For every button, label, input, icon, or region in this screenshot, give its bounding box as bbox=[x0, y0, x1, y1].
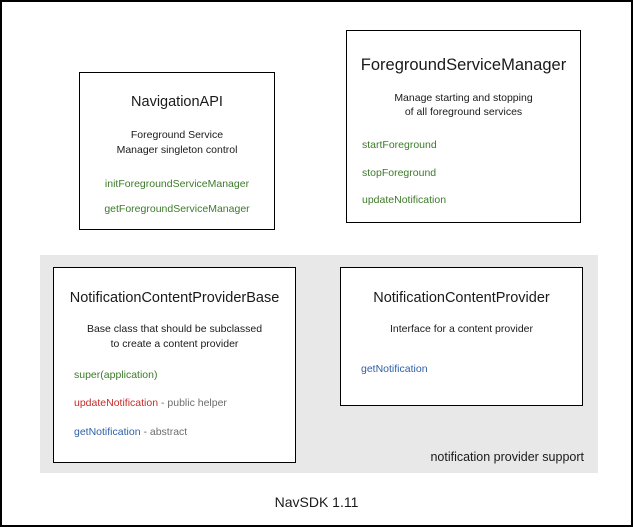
member-name: updateNotification bbox=[362, 194, 447, 207]
class-title-navigation-api: NavigationAPI bbox=[131, 94, 223, 110]
class-description-line: of all foreground services bbox=[404, 105, 523, 118]
member-list-notification-content-provider: getNotification bbox=[341, 363, 582, 376]
footer-caption: NavSDK 1.11 bbox=[274, 494, 359, 510]
class-description-line: Foreground Service bbox=[130, 129, 224, 142]
class-box-navigation-api: NavigationAPI Foreground Service Manager… bbox=[79, 72, 275, 230]
class-description-line: Manager singleton control bbox=[116, 143, 238, 156]
member-list-foreground-service-manager: startForeground stopForeground updateNot… bbox=[347, 139, 580, 207]
class-box-notification-content-provider: NotificationContentProvider Interface fo… bbox=[340, 267, 583, 406]
member-note: - abstract bbox=[140, 425, 188, 438]
class-description-line: Base class that should be subclassed bbox=[86, 323, 263, 336]
class-description-navigation-api: Foreground Service Manager singleton con… bbox=[80, 128, 274, 156]
member-row: getNotification bbox=[361, 363, 582, 376]
member-note: - public helper bbox=[158, 397, 227, 410]
member-name: getForegroundServiceManager bbox=[104, 203, 250, 216]
member-row: updateNotification - public helper bbox=[74, 397, 295, 410]
class-title-notification-content-provider: NotificationContentProvider bbox=[373, 290, 550, 306]
member-row: updateNotification bbox=[362, 194, 580, 207]
class-description-notification-content-provider-base: Base class that should be subclassed to … bbox=[54, 322, 295, 350]
class-title-notification-content-provider-base: NotificationContentProviderBase bbox=[69, 290, 280, 306]
member-name: stopForeground bbox=[362, 166, 437, 179]
class-title-foreground-service-manager: ForegroundServiceManager bbox=[360, 56, 567, 74]
member-row: initForegroundServiceManager bbox=[80, 178, 274, 191]
member-row: getForegroundServiceManager bbox=[80, 203, 274, 216]
member-name: super(application) bbox=[74, 368, 158, 381]
class-description-notification-content-provider: Interface for a content provider bbox=[341, 322, 582, 336]
class-description-line: Interface for a content provider bbox=[390, 323, 533, 336]
member-row: stopForeground bbox=[362, 167, 580, 180]
member-row: super(application) bbox=[74, 369, 295, 382]
member-name: startForeground bbox=[362, 139, 437, 152]
member-name: getNotification bbox=[361, 362, 428, 375]
member-row: startForeground bbox=[362, 139, 580, 152]
class-description-line: Manage starting and stopping bbox=[394, 91, 533, 104]
notification-provider-support-group-label: notification provider support bbox=[430, 450, 584, 464]
class-description-foreground-service-manager: Manage starting and stopping of all fore… bbox=[347, 91, 580, 119]
class-box-notification-content-provider-base: NotificationContentProviderBase Base cla… bbox=[53, 267, 296, 463]
class-description-line: to create a content provider bbox=[110, 337, 239, 350]
class-box-foreground-service-manager: ForegroundServiceManager Manage starting… bbox=[346, 30, 581, 223]
member-row: getNotification - abstract bbox=[74, 426, 295, 439]
member-name: updateNotification bbox=[74, 397, 159, 410]
member-name: getNotification bbox=[74, 425, 141, 438]
member-list-notification-content-provider-base: super(application) updateNotification - … bbox=[54, 369, 295, 439]
member-list-navigation-api: initForegroundServiceManager getForegrou… bbox=[80, 178, 274, 216]
member-name: initForegroundServiceManager bbox=[104, 177, 250, 190]
